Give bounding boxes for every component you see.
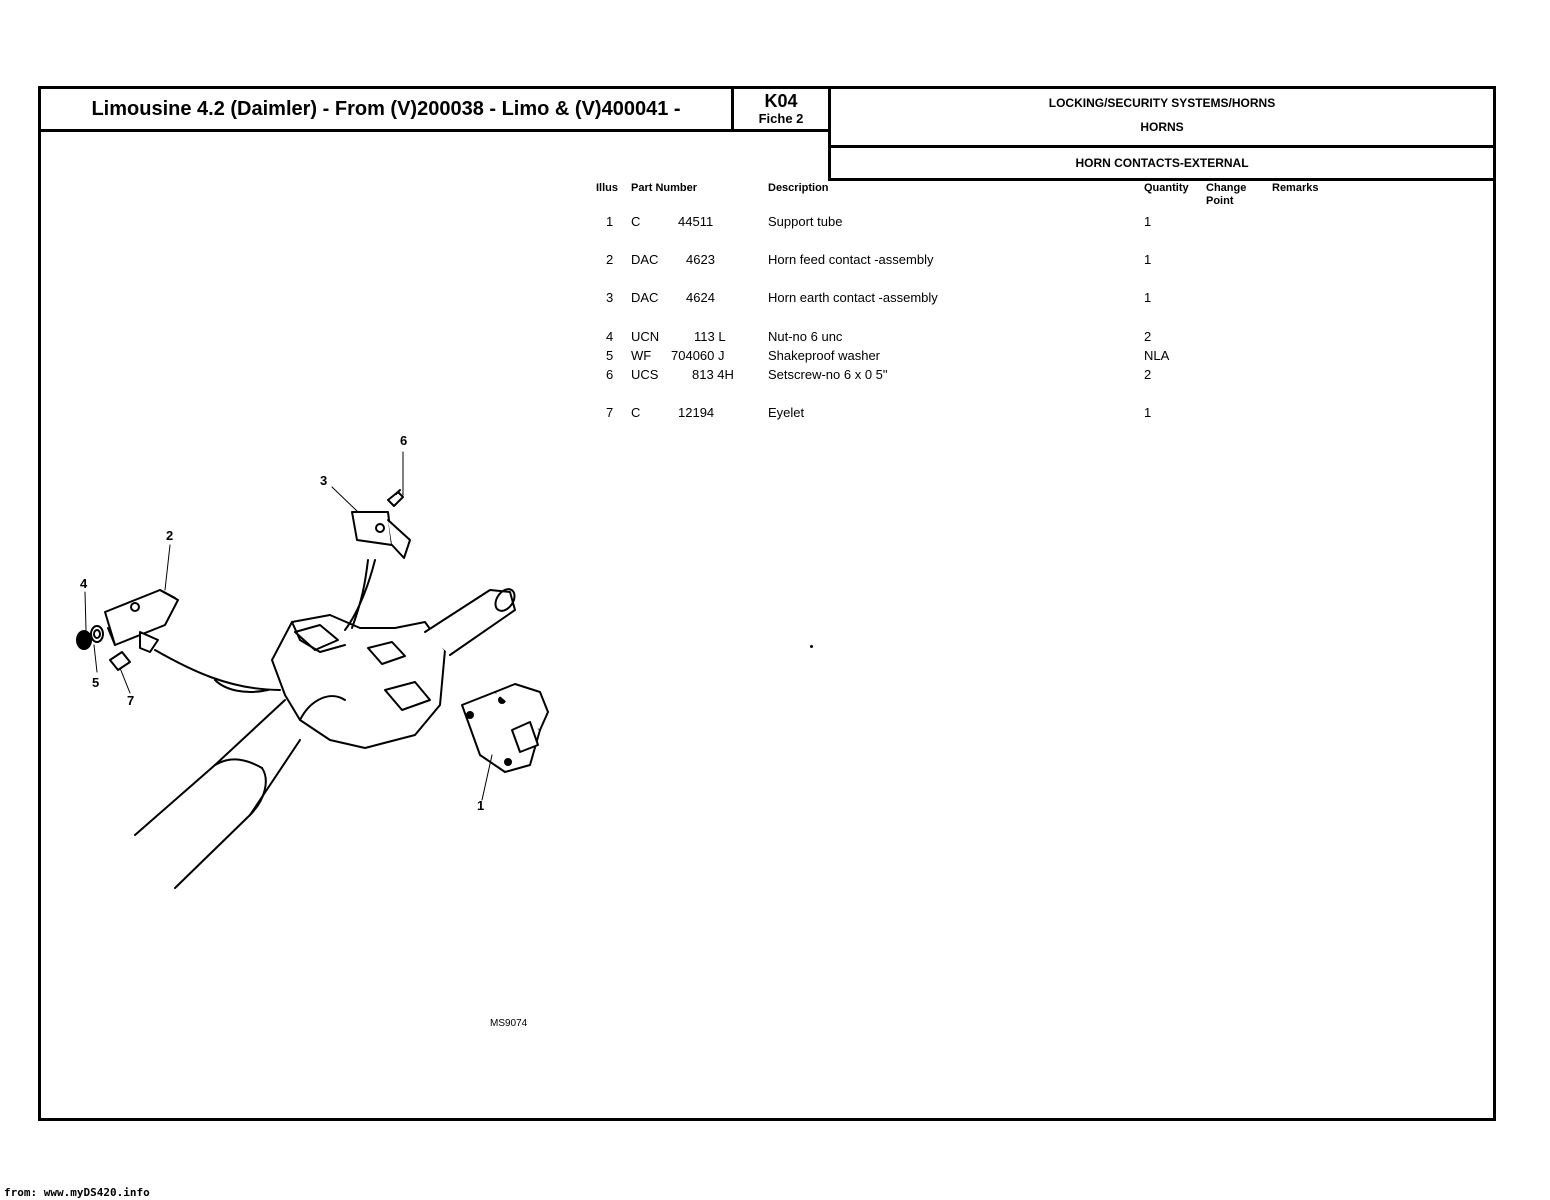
row-prefix: UCN [631,329,660,344]
callout-6: 6 [400,433,408,448]
group-code: K04 [764,91,798,111]
row-illus: 3 [606,290,614,305]
source-footer: from: www.myDS420.info [4,1186,150,1199]
row-number: 12194 [678,405,715,420]
row-number: 44511 [678,214,714,229]
column-header-part-number: Part Number [631,182,698,194]
row-quantity: 2 [1144,367,1152,382]
fiche-number: Fiche 2 [758,111,804,126]
row-prefix: C [631,214,641,229]
row-description: Shakeproof washer [768,348,881,363]
callout-5: 5 [92,675,100,690]
row-quantity: 1 [1144,252,1152,267]
illustration-code: MS9074 [490,1018,528,1029]
row-description: Support tube [768,214,843,229]
row-prefix: DAC [631,252,659,267]
column-header-quantity: Quantity [1144,182,1189,194]
row-illus: 1 [606,214,614,229]
row-number: 113 L [694,329,726,344]
row-description: Setscrew-no 6 x 0 5" [768,367,888,382]
row-illus: 4 [606,329,614,344]
row-quantity: NLA [1144,348,1170,363]
row-number: 704060 J [671,348,725,363]
callout-2: 2 [166,528,174,543]
callout-3: 3 [320,473,328,488]
exploded-parts-illustration [76,451,549,889]
row-description: Horn earth contact -assembly [768,290,938,305]
callout-7: 7 [127,693,135,708]
group-title: HORN CONTACTS-EXTERNAL [828,145,1496,181]
section-box: LOCKING/SECURITY SYSTEMS/HORNS HORNS [828,86,1496,148]
row-number: 813 4H [692,367,734,382]
row-illus: 7 [606,405,614,420]
column-header-remarks: Remarks [1272,182,1319,194]
scan-speck [810,645,813,648]
row-prefix: C [631,405,641,420]
section-title: LOCKING/SECURITY SYSTEMS/HORNS [1048,96,1276,110]
fiche-code-box: K04 Fiche 2 [731,86,831,132]
row-quantity: 1 [1144,214,1152,229]
callout-4: 4 [80,576,88,591]
column-header-change-point: Change Point [1206,182,1247,207]
row-quantity: 1 [1144,405,1152,420]
row-prefix: UCS [631,367,659,382]
row-prefix: WF [631,348,652,363]
row-description: Horn feed contact -assembly [768,252,934,267]
row-prefix: DAC [631,290,659,305]
row-quantity: 2 [1144,329,1152,344]
row-number: 4623 [686,252,715,267]
row-illus: 5 [606,348,614,363]
row-number: 4624 [686,290,715,305]
subsection-title: HORNS [1140,120,1184,134]
column-header-description: Description [768,182,829,194]
row-quantity: 1 [1144,290,1152,305]
callout-1: 1 [477,798,485,813]
page-title: Limousine 4.2 (Daimler) - From (V)200038… [38,86,734,132]
row-description: Nut-no 6 unc [768,329,843,344]
column-header-illus: Illus [596,182,619,194]
row-description: Eyelet [768,405,805,420]
row-illus: 6 [606,367,614,382]
row-illus: 2 [606,252,614,267]
